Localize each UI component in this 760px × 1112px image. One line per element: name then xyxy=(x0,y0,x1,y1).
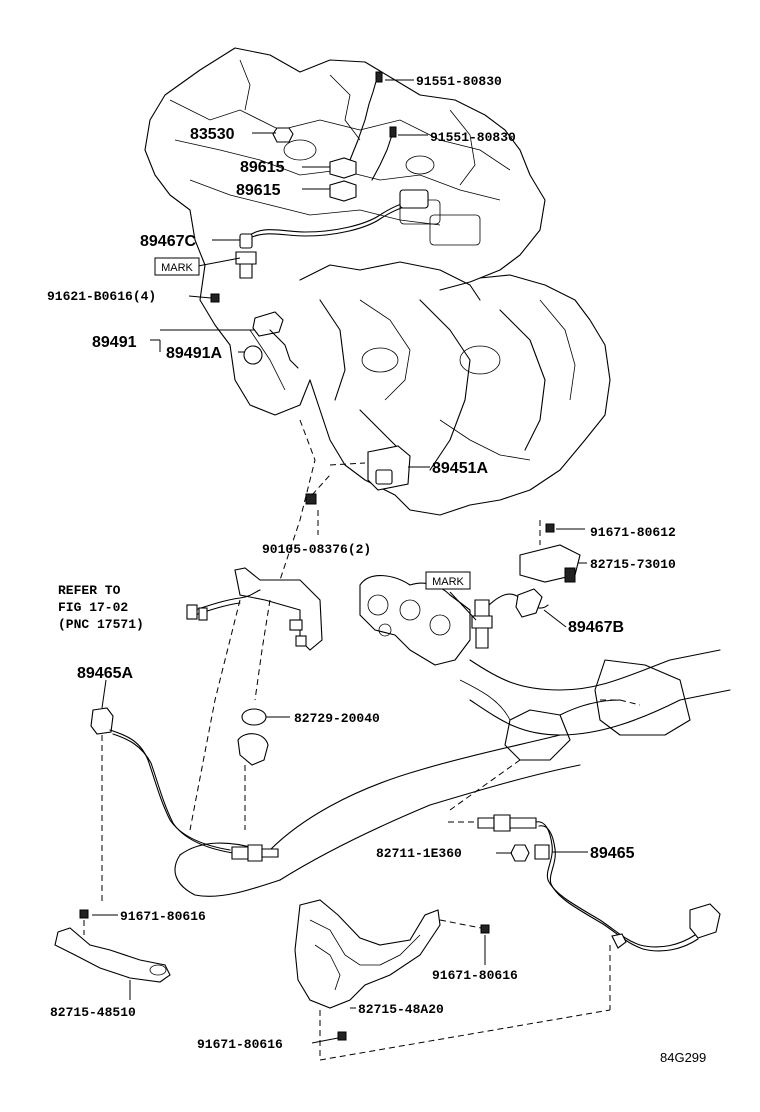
bolt-icon xyxy=(79,909,89,919)
connector-icon xyxy=(186,604,198,620)
bracket-icon xyxy=(294,899,441,1009)
diagram-code: 84G299 xyxy=(660,1050,706,1065)
mark-box xyxy=(154,257,200,276)
part-number-label[interactable]: 91551-80830 xyxy=(430,130,516,145)
refer-line-1[interactable]: REFER TO xyxy=(58,583,121,598)
bolt-icon xyxy=(375,71,383,83)
connector-icon xyxy=(399,189,429,209)
part-number-label[interactable]: 89491 xyxy=(92,334,137,351)
part-number-label[interactable]: 91671-80616 xyxy=(432,968,518,983)
clamp-icon xyxy=(241,708,267,726)
leader-lines-upper xyxy=(150,79,430,581)
part-number-label[interactable]: 89615 xyxy=(236,182,281,199)
part-number-label[interactable]: 91671-80616 xyxy=(120,909,206,924)
part-number-label[interactable]: 91621-B0616(4) xyxy=(47,289,156,304)
bolt-icon xyxy=(545,523,555,533)
refer-line-3[interactable]: (PNC 17571) xyxy=(58,617,144,632)
part-number-label[interactable]: 91671-80616 xyxy=(197,1037,283,1052)
grommet-icon xyxy=(243,345,263,365)
part-number-label[interactable]: 89615 xyxy=(240,159,285,176)
part-number-label[interactable]: 82715-73010 xyxy=(590,557,676,572)
mark-label: MARK xyxy=(161,262,193,274)
connector-icon xyxy=(689,903,721,939)
bracket-icon xyxy=(234,567,323,651)
exhaust-pipe xyxy=(174,649,731,897)
bolt-icon xyxy=(305,493,317,505)
connector-icon xyxy=(90,707,114,735)
oxygen-sensor-icon xyxy=(231,846,249,860)
refer-bracket-assembly xyxy=(186,567,323,831)
mark-callout-lower: MARK xyxy=(425,571,471,590)
clamps-82729 xyxy=(237,708,290,830)
part-number-label[interactable]: 89467B xyxy=(568,619,624,636)
mark-callout-upper: MARK xyxy=(154,257,200,276)
bracket-icon xyxy=(54,927,171,983)
bolt-icon xyxy=(210,293,220,303)
sensor-89465a-assembly xyxy=(90,679,279,905)
part-number-label[interactable]: 90105-08376(2) xyxy=(262,542,371,557)
bracket-82715-48A20 xyxy=(294,899,611,1061)
part-number-label[interactable]: 82711-1E360 xyxy=(376,846,462,861)
part-number-label[interactable]: 83530 xyxy=(190,126,235,143)
oil-pressure-switch-icon xyxy=(272,127,294,143)
part-labels: 91551-80830 83530 91551-80830 89615 8961… xyxy=(47,74,706,1065)
part-number-label[interactable]: 89467C xyxy=(140,233,196,250)
part-number-label[interactable]: 91671-80612 xyxy=(590,525,676,540)
bolt-icon xyxy=(389,126,397,138)
bolt-icon xyxy=(480,924,490,934)
clip-icon xyxy=(510,844,530,862)
part-number-label[interactable]: 82729-20040 xyxy=(294,711,380,726)
part-number-label[interactable]: 91551-80830 xyxy=(416,74,502,89)
connector-icon xyxy=(515,588,543,618)
oxygen-sensor-icon xyxy=(474,599,490,617)
part-number-label[interactable]: 89491A xyxy=(166,345,222,362)
upper-sensor-wiring xyxy=(249,77,429,239)
clip-icon xyxy=(564,567,576,583)
part-number-label[interactable]: 82715-48A20 xyxy=(358,1002,444,1017)
parts-right-middle xyxy=(359,520,587,666)
part-number-label[interactable]: 82715-48510 xyxy=(50,1005,136,1020)
clamp-icon xyxy=(237,733,269,766)
sensor-89465-assembly xyxy=(448,814,721,1010)
refer-line-2[interactable]: FIG 17-02 xyxy=(58,600,128,615)
knock-sensor-icon xyxy=(329,180,357,202)
bracket-icon xyxy=(252,311,284,337)
parts-upper xyxy=(210,71,411,505)
part-number-label[interactable]: 89465 xyxy=(590,845,635,862)
bracket-82715-48510 xyxy=(54,909,171,1000)
part-number-label[interactable]: 89451A xyxy=(432,460,488,477)
oxygen-sensor-icon xyxy=(477,817,495,829)
mark-label: MARK xyxy=(432,576,464,588)
mark-box xyxy=(425,571,471,590)
knock-sensor-icon xyxy=(329,157,357,179)
oxygen-sensor-icon xyxy=(239,233,253,249)
bolt-icon xyxy=(337,1031,347,1041)
engine-illustration xyxy=(144,47,611,516)
part-number-label[interactable]: 89465A xyxy=(77,665,133,682)
